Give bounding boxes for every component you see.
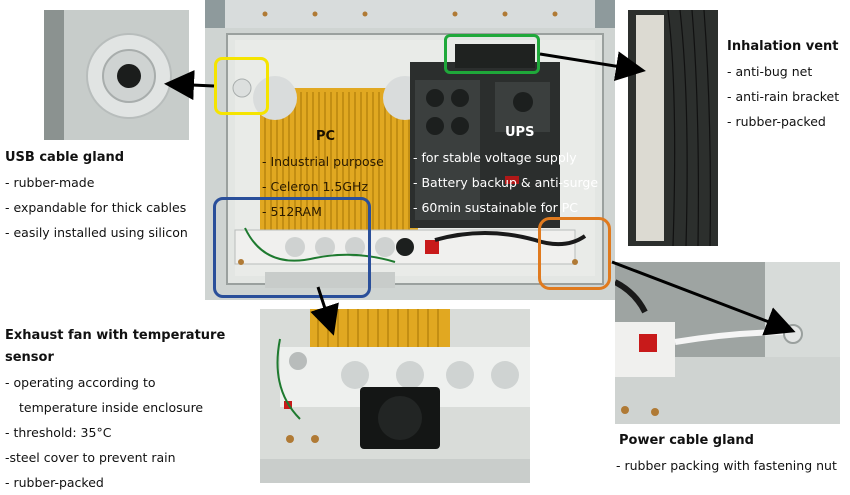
power-title: Power cable gland: [619, 433, 754, 448]
usb-gland-photo: [44, 10, 189, 140]
usb-line-1: - rubber-made: [5, 175, 95, 190]
enclosure-illustration: [205, 0, 615, 300]
pc-label: PC - Industrial purpose - Celeron 1.5GHz…: [262, 124, 384, 224]
ups-line-2: - Battery backup & anti-surge: [413, 175, 599, 190]
fan-highlight: [213, 197, 371, 298]
vent-highlight: [444, 34, 540, 74]
fan-title-1: Exhaust fan with temperature: [5, 328, 226, 343]
power-gland-photo: [615, 262, 840, 424]
fan-line-5: - rubber-packed: [5, 475, 104, 490]
power-line-1: - rubber packing with fastening nut: [616, 458, 837, 473]
vent-line-2: - anti-rain bracket: [727, 89, 840, 104]
ups-title: UPS: [505, 125, 535, 140]
fan-line-4: -steel cover to prevent rain: [5, 450, 176, 465]
fan-photo: [260, 309, 530, 483]
vent-caption: Inhalation vent - anti-bug net - anti-ra…: [727, 34, 839, 134]
usb-arrow: [164, 70, 215, 101]
fan-caption: Exhaust fan with temperature sensor - op…: [5, 323, 225, 495]
vent-title: Inhalation vent: [727, 39, 839, 54]
ups-label: UPS - for stable voltage supply - Batter…: [413, 120, 598, 220]
usb-gland-highlight: [214, 57, 269, 115]
vent-arrow: [539, 51, 646, 82]
fan-line-2: temperature inside enclosure: [19, 400, 204, 415]
fan-line-3: - threshold: 35°C: [5, 425, 112, 440]
vent-line-1: - anti-bug net: [727, 64, 813, 79]
usb-line-3: - easily installed using silicon: [5, 225, 188, 240]
pc-line-3: - 512RAM: [262, 204, 322, 219]
pc-line-1: - Industrial purpose: [262, 154, 384, 169]
fan-line-1: - operating according to: [5, 375, 156, 390]
pc-line-2: - Celeron 1.5GHz: [262, 179, 368, 194]
vent-line-3: - rubber-packed: [727, 114, 826, 129]
power-caption: Power cable gland - rubber packing with …: [616, 428, 837, 478]
fan-title-2: sensor: [5, 350, 54, 365]
power-gland-highlight: [538, 217, 611, 290]
ups-line-3: - 60min sustainable for PC: [413, 200, 578, 215]
usb-title: USB cable gland: [5, 150, 125, 165]
usb-caption: USB cable gland - rubber-made - expandab…: [5, 145, 188, 245]
pc-title: PC: [316, 129, 336, 144]
vent-photo: [628, 10, 718, 246]
power-arrow: [611, 260, 796, 336]
ups-line-1: - for stable voltage supply: [413, 150, 577, 165]
enclosure-photo: [205, 0, 615, 300]
usb-line-2: - expandable for thick cables: [5, 200, 187, 215]
fan-arrow: [310, 286, 339, 336]
